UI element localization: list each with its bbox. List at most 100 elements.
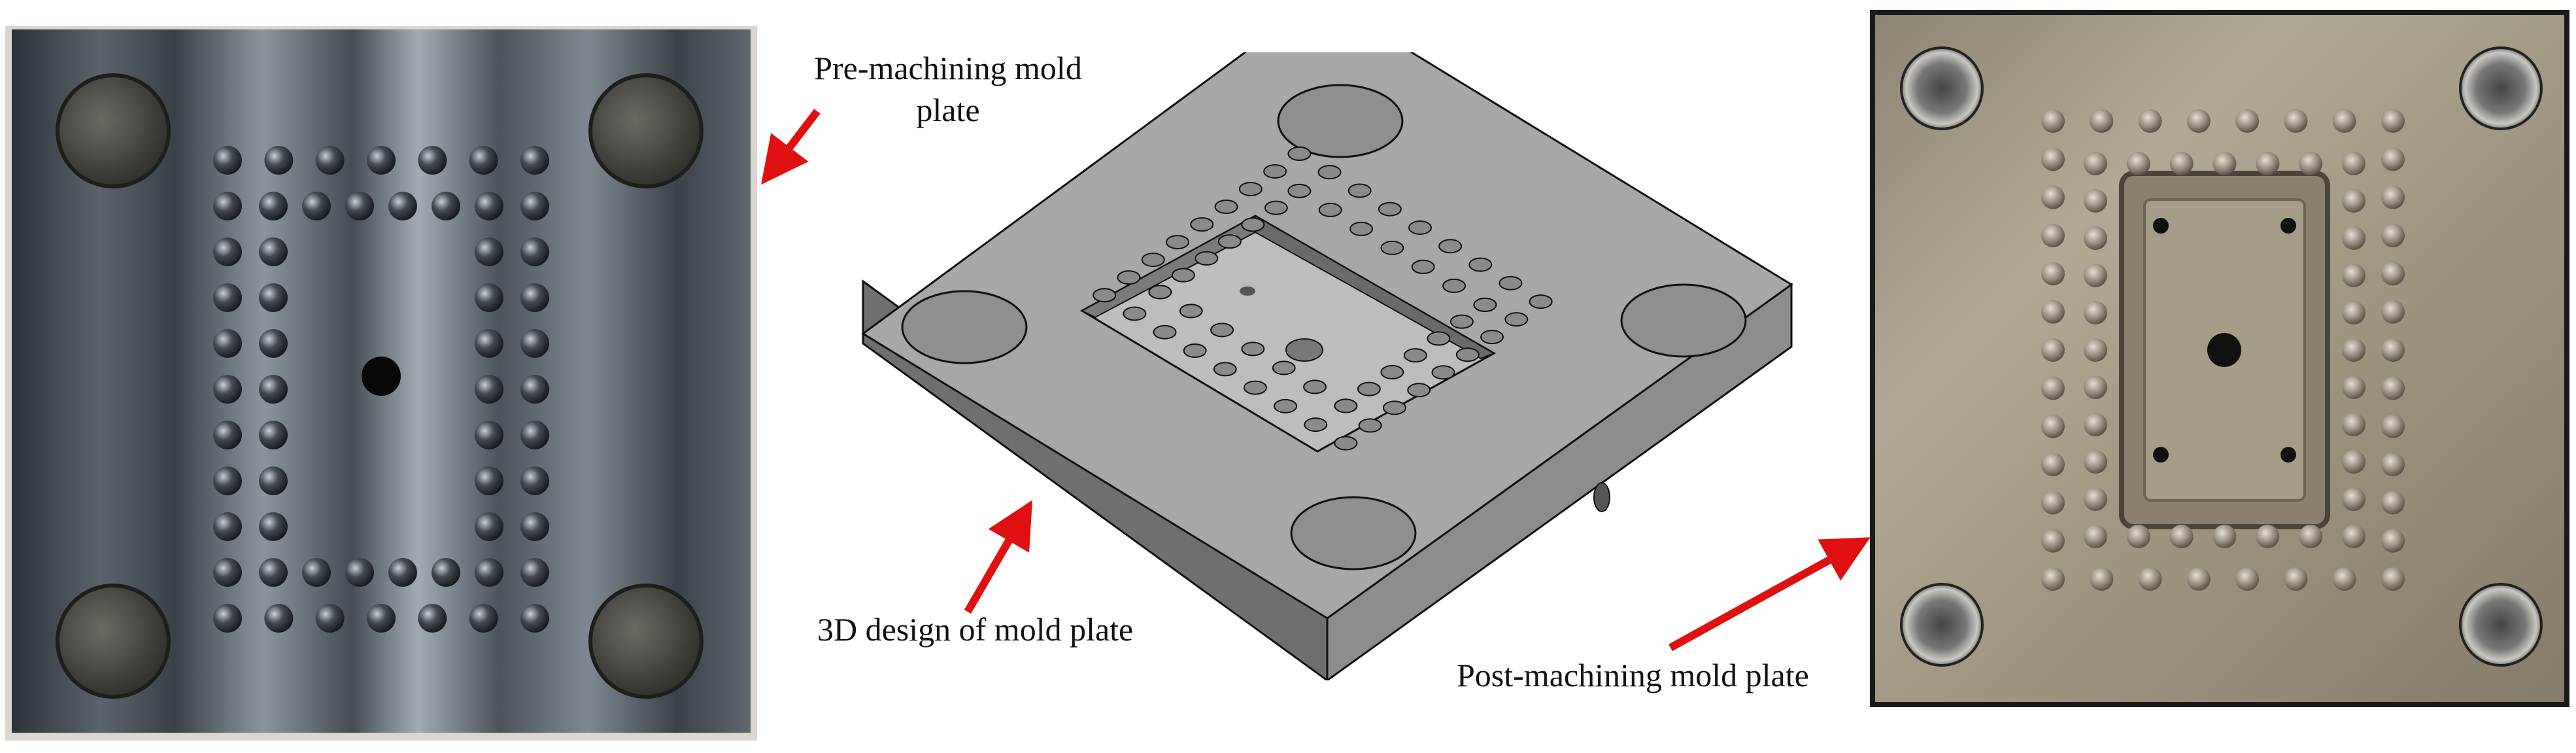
dimple xyxy=(1210,323,1234,338)
dimple xyxy=(1272,360,1296,376)
dimple xyxy=(2256,525,2280,548)
dimple xyxy=(2041,567,2065,591)
dimple xyxy=(1411,259,1435,274)
dimple xyxy=(2342,189,2365,213)
dimple xyxy=(259,283,288,312)
dimple xyxy=(2084,487,2107,511)
dimple xyxy=(264,604,294,633)
dimple xyxy=(2084,264,2107,287)
dimple xyxy=(302,558,331,587)
dimple xyxy=(1455,347,1480,362)
dimple xyxy=(388,192,417,220)
dimple xyxy=(2084,376,2107,399)
dimple xyxy=(388,558,417,587)
dimple xyxy=(213,512,242,541)
dimple xyxy=(2041,147,2065,171)
dimple xyxy=(1148,285,1172,300)
dimple xyxy=(2332,109,2356,133)
dimple xyxy=(475,329,503,358)
post-machining-caption: Post-machining mold plate xyxy=(1457,657,1809,693)
dimple xyxy=(520,192,549,220)
dimple xyxy=(315,604,345,633)
dimple xyxy=(1117,270,1141,285)
dimple xyxy=(1214,200,1238,215)
dimple xyxy=(2284,567,2308,591)
design-3d-caption: 3D design of mold plate xyxy=(817,611,1134,648)
dimple xyxy=(2041,262,2065,286)
dimple xyxy=(2090,109,2114,133)
dimple xyxy=(213,375,242,404)
pre-machining-arrow xyxy=(761,109,821,185)
dimple xyxy=(345,192,374,220)
isometric-mold-plate-drawing xyxy=(861,52,1793,680)
dimple xyxy=(2084,226,2107,250)
dimple xyxy=(2342,301,2365,324)
dimple xyxy=(2342,338,2365,362)
dimple xyxy=(469,604,498,633)
dimple xyxy=(1347,183,1372,198)
dimple xyxy=(2342,487,2365,511)
dimple xyxy=(1380,364,1404,379)
dimple xyxy=(2186,109,2211,133)
dimple xyxy=(259,421,288,449)
dimple xyxy=(469,146,498,175)
dimple xyxy=(475,192,503,220)
dimple xyxy=(2381,491,2405,515)
dimple xyxy=(2084,338,2107,362)
dimple xyxy=(1403,348,1427,363)
dimple xyxy=(367,146,396,175)
dimple xyxy=(1264,200,1288,215)
dimple xyxy=(2381,262,2405,286)
dimple xyxy=(1449,314,1474,329)
dimple xyxy=(1529,294,1553,309)
dimple xyxy=(1442,278,1466,293)
dimple xyxy=(1349,221,1374,236)
dimple xyxy=(2084,301,2107,324)
dimple xyxy=(1195,251,1219,266)
mold-plate-3d-model xyxy=(837,52,1818,680)
dimple xyxy=(1318,202,1342,217)
dimple xyxy=(315,146,345,175)
dimple xyxy=(2332,567,2356,591)
dimple xyxy=(264,146,294,175)
dimple xyxy=(520,329,549,358)
dimple xyxy=(1438,239,1463,254)
dimple xyxy=(2299,152,2323,175)
dimple xyxy=(213,237,242,266)
dimple xyxy=(1179,304,1203,319)
dimple xyxy=(2041,224,2065,247)
dimple xyxy=(259,375,288,404)
dimple xyxy=(2126,525,2150,548)
dimple xyxy=(2186,567,2211,591)
dimple xyxy=(2381,338,2405,362)
dimple xyxy=(475,558,503,587)
dimple xyxy=(2084,450,2107,474)
dimple xyxy=(2381,300,2405,324)
post-machining-arrow xyxy=(1669,537,1871,652)
dimple xyxy=(1287,146,1312,161)
dimple xyxy=(2084,189,2107,213)
dimple xyxy=(2381,109,2405,133)
dimple xyxy=(2381,567,2405,591)
dimple xyxy=(475,237,503,266)
dimple xyxy=(475,283,503,312)
dimple xyxy=(520,421,549,449)
dimple xyxy=(1334,436,1358,451)
dimple xyxy=(2041,414,2065,438)
dimple xyxy=(2381,147,2405,171)
dimple xyxy=(1468,257,1493,272)
dimple xyxy=(1303,379,1327,394)
dimple xyxy=(1378,201,1402,217)
dimple xyxy=(259,512,288,541)
dimple xyxy=(1358,418,1382,433)
dimple xyxy=(1183,343,1207,359)
dimple xyxy=(2084,152,2107,175)
dimple xyxy=(2381,453,2405,476)
dimple xyxy=(1274,398,1298,413)
dimple xyxy=(2138,109,2162,133)
dimple xyxy=(2342,152,2365,175)
dimple xyxy=(2041,529,2065,553)
dimple xyxy=(2284,109,2308,133)
dimple xyxy=(259,558,288,587)
dimple xyxy=(1480,330,1504,345)
